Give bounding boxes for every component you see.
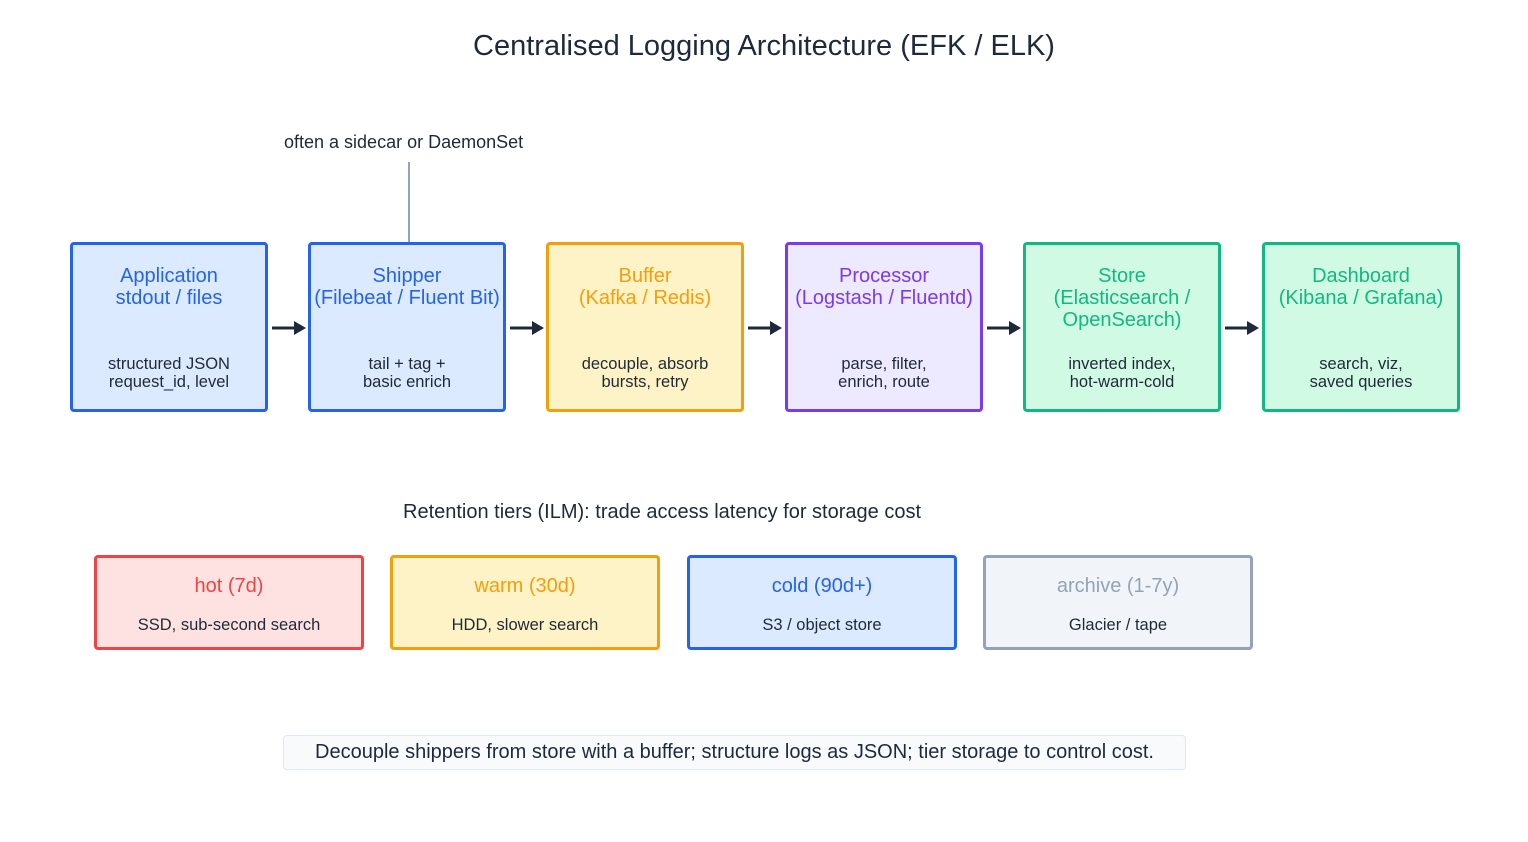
shipper-annotation: often a sidecar or DaemonSet bbox=[284, 132, 524, 152]
stage-processor: Processor (Logstash / Fluentd) parse, fi… bbox=[785, 242, 983, 412]
stage-description: search, viz, saved queries bbox=[1309, 355, 1413, 391]
annotation-connector bbox=[408, 162, 410, 242]
tier-warm: warm (30d) HDD, slower search bbox=[390, 555, 660, 650]
flow-arrow-icon bbox=[746, 318, 784, 338]
retention-title: Retention tiers (ILM): trade access late… bbox=[403, 501, 921, 523]
tier-description: SSD, sub-second search bbox=[137, 616, 321, 634]
stage-title: Dashboard (Kibana / Grafana) bbox=[1278, 265, 1444, 309]
tier-cold: cold (90d+) S3 / object store bbox=[687, 555, 957, 650]
flow-arrow-icon bbox=[1223, 318, 1261, 338]
tier-name: archive (1-7y) bbox=[1056, 575, 1180, 597]
stage-buffer: Buffer (Kafka / Redis) decouple, absorb … bbox=[546, 242, 744, 412]
tier-name: cold (90d+) bbox=[771, 575, 873, 597]
stage-application: Application stdout / files structured JS… bbox=[70, 242, 268, 412]
tier-hot: hot (7d) SSD, sub-second search bbox=[94, 555, 364, 650]
tier-description: Glacier / tape bbox=[1068, 616, 1168, 634]
tier-name: warm (30d) bbox=[474, 575, 576, 597]
flow-arrow-icon bbox=[985, 318, 1023, 338]
summary-note: Decouple shippers from store with a buff… bbox=[283, 735, 1186, 770]
stage-title: Application stdout / files bbox=[115, 265, 223, 309]
stage-title: Buffer (Kafka / Redis) bbox=[578, 265, 712, 309]
stage-title: Shipper (Filebeat / Fluent Bit) bbox=[314, 265, 500, 309]
stage-title: Processor (Logstash / Fluentd) bbox=[795, 265, 973, 309]
tier-description: HDD, slower search bbox=[451, 616, 599, 634]
tier-archive: archive (1-7y) Glacier / tape bbox=[983, 555, 1253, 650]
stage-dashboard: Dashboard (Kibana / Grafana) search, viz… bbox=[1262, 242, 1460, 412]
stage-description: tail + tag + basic enrich bbox=[362, 355, 452, 391]
tier-name: hot (7d) bbox=[194, 575, 264, 597]
stage-title: Store (Elasticsearch / OpenSearch) bbox=[1053, 265, 1191, 331]
tier-description: S3 / object store bbox=[762, 616, 882, 634]
flow-arrow-icon bbox=[270, 318, 308, 338]
flow-arrow-icon bbox=[508, 318, 546, 338]
stage-description: parse, filter, enrich, route bbox=[838, 355, 930, 391]
stage-description: decouple, absorb bursts, retry bbox=[581, 355, 709, 391]
stage-store: Store (Elasticsearch / OpenSearch) inver… bbox=[1023, 242, 1221, 412]
diagram-title: Centralised Logging Architecture (EFK / … bbox=[473, 30, 1055, 62]
stage-shipper: Shipper (Filebeat / Fluent Bit) tail + t… bbox=[308, 242, 506, 412]
stage-description: inverted index, hot-warm-cold bbox=[1068, 355, 1176, 391]
stage-description: structured JSON request_id, level bbox=[108, 355, 230, 391]
